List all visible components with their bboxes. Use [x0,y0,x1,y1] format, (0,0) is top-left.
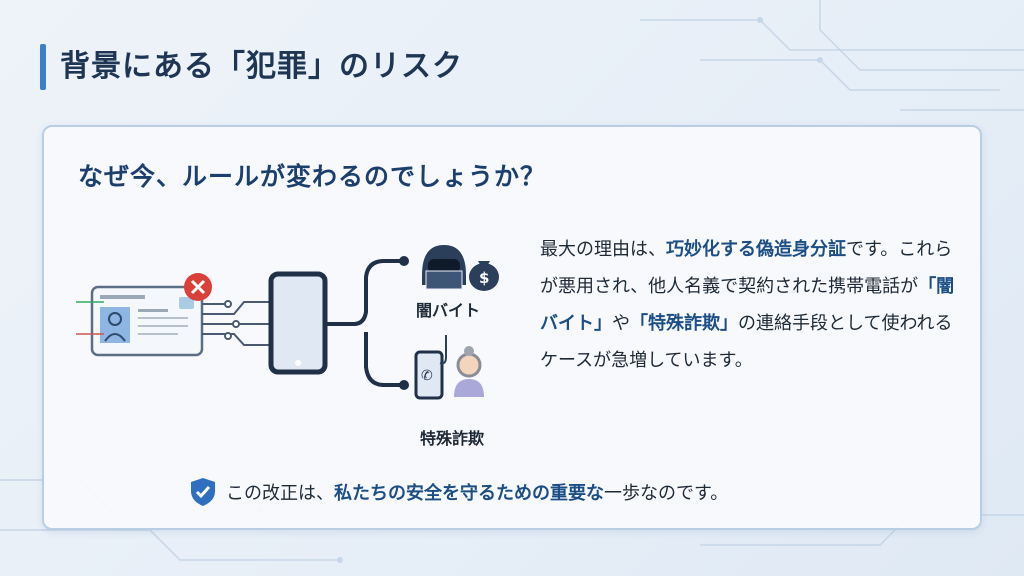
hooded-hacker-icon [422,245,466,290]
footer-highlight: 私たちの安全を守るための重要な [334,483,604,504]
illustration: $ ✆ [76,245,499,400]
label-yami-baito: 闇バイト [416,301,481,320]
svg-text:✆: ✆ [421,368,433,384]
text-segment: 最大の理由は、 [540,239,666,260]
highlight-forged-id: 巧妙化する偽造身分証 [666,239,846,260]
fishing-hook-icon [439,335,447,365]
smartphone-icon [268,271,328,375]
footer-text: 一歩なのです。 [604,483,729,504]
phone-call-icon: ✆ [414,350,444,400]
shield-check-icon [191,478,215,506]
error-x-icon [184,273,212,301]
id-card-icon [76,285,204,357]
highlight-yami-baito: 「闇バイト」 [540,276,955,334]
explanation-text: 最大の理由は、巧妙化する偽造身分証です。これらが悪用され、他人名義で契約された携… [540,231,960,379]
text-segment: の連絡手段として使われるケースが急増しています。 [540,313,953,371]
branch-connector [325,259,404,387]
money-bag-icon: $ [469,261,499,291]
page-title: 背景にある「犯罪」のリスク [60,49,463,84]
highlight-tokushu-sagi: 「特殊詐欺」 [630,313,738,334]
text-segment: です。これらが悪用され、他人名義で契約された携帯電話が [540,239,953,297]
elderly-woman-icon [454,346,484,397]
question-heading: なぜ今、ルールが変わるのでしょうか？ [78,162,547,191]
text-segment: や [612,313,630,334]
footer-text: この改正は、 [226,483,334,504]
label-tokushu-sagi: 特殊詐欺 [420,429,485,448]
title-accent-bar [40,44,46,90]
content-card: なぜ今、ルールが変わるのでしょうか？ [42,125,982,530]
svg-text:$: $ [479,269,489,287]
footer-message: この改正は、私たちの安全を守るための重要な一歩なのです。 [190,477,728,507]
